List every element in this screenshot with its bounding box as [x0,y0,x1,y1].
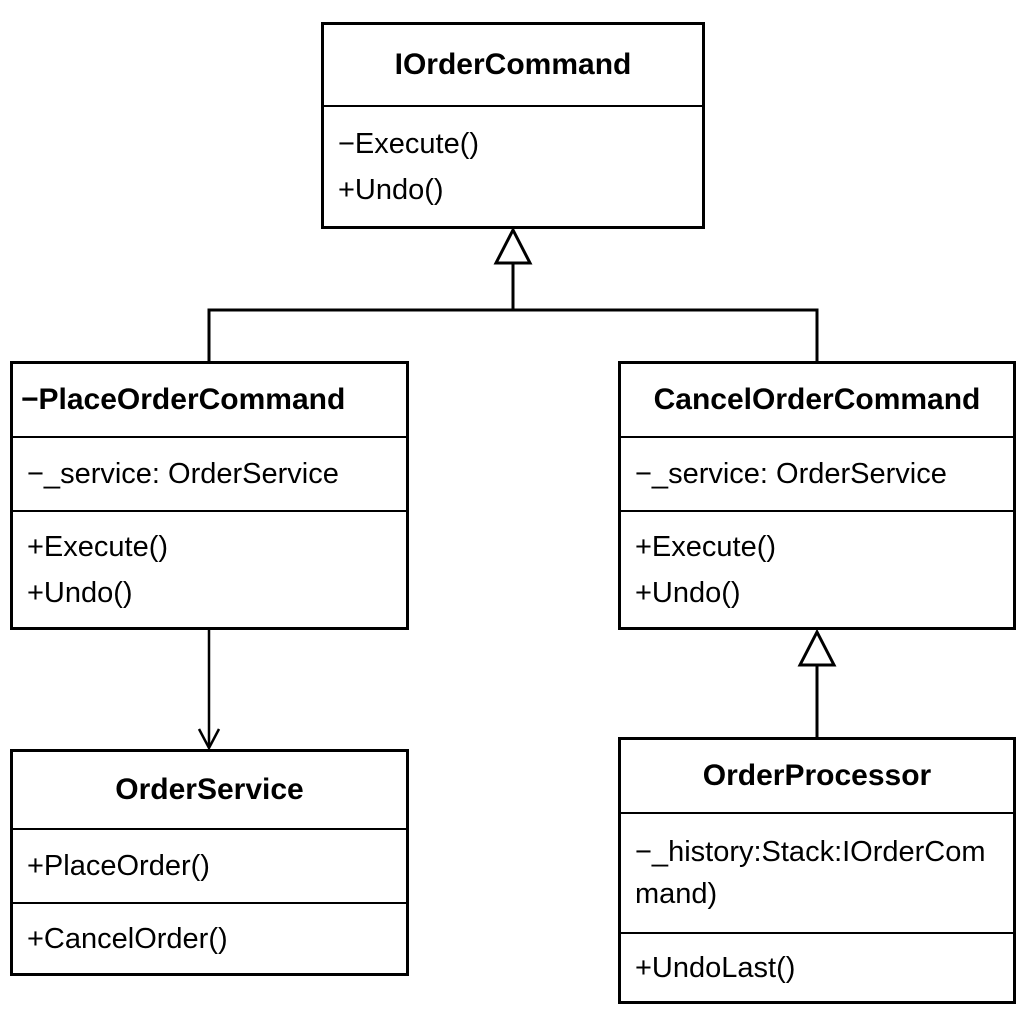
attribute: −_service: OrderService [27,458,339,490]
method: +Execute() [635,530,777,563]
methods-section: −Execute() +Undo() [324,105,702,226]
attributes-section: −_service: OrderService [621,436,1013,510]
method: +Execute() [27,530,169,563]
association-arrowhead-service [197,728,221,751]
methods-section: +Execute() +Undo() [13,510,406,627]
method: +PlaceOrder() [27,850,210,882]
class-name: CancelOrderCommand [653,383,981,416]
methods-section: +CancelOrder() [13,902,406,973]
method: −Execute() [338,127,480,160]
method: +CancelOrder() [27,922,228,955]
class-name: OrderService [115,773,304,806]
attributes-section: −_history:Stack:IOrderCommand) [621,812,1013,932]
method: +Undo() [27,576,133,609]
class-box-iordercommand: IOrderCommand −Execute() +Undo() [321,22,705,229]
generalization-arrowhead-iorder [493,226,533,265]
class-name: OrderProcessor [702,759,932,792]
class-box-cancelordercommand: CancelOrderCommand −_service: OrderServi… [618,361,1016,630]
method: +Undo() [635,576,741,609]
generalization-line-place-to-iorder [207,263,515,361]
method: +UndoLast() [635,951,796,984]
attributes-section: −_service: OrderService [13,436,406,510]
class-box-orderservice: OrderService +PlaceOrder() +CancelOrder(… [10,749,409,976]
methods-section: +PlaceOrder() [13,828,406,902]
attribute: −_history:Stack:IOrderCommand) [635,836,986,910]
attribute: −_service: OrderService [635,458,947,490]
class-name: IOrderCommand [394,48,632,81]
generalization-arrowhead-cancel [797,628,837,667]
class-box-orderprocessor: OrderProcessor −_history:Stack:IOrderCom… [618,737,1016,1004]
method: +Undo() [338,173,444,206]
methods-section: +Execute() +Undo() [621,510,1013,627]
class-name: −PlaceOrderCommand [21,383,346,416]
methods-section: +UndoLast() [621,932,1013,1001]
generalization-line-cancel-to-iorder [513,308,819,361]
class-box-placeordercommand: −PlaceOrderCommand −_service: OrderServi… [10,361,409,630]
